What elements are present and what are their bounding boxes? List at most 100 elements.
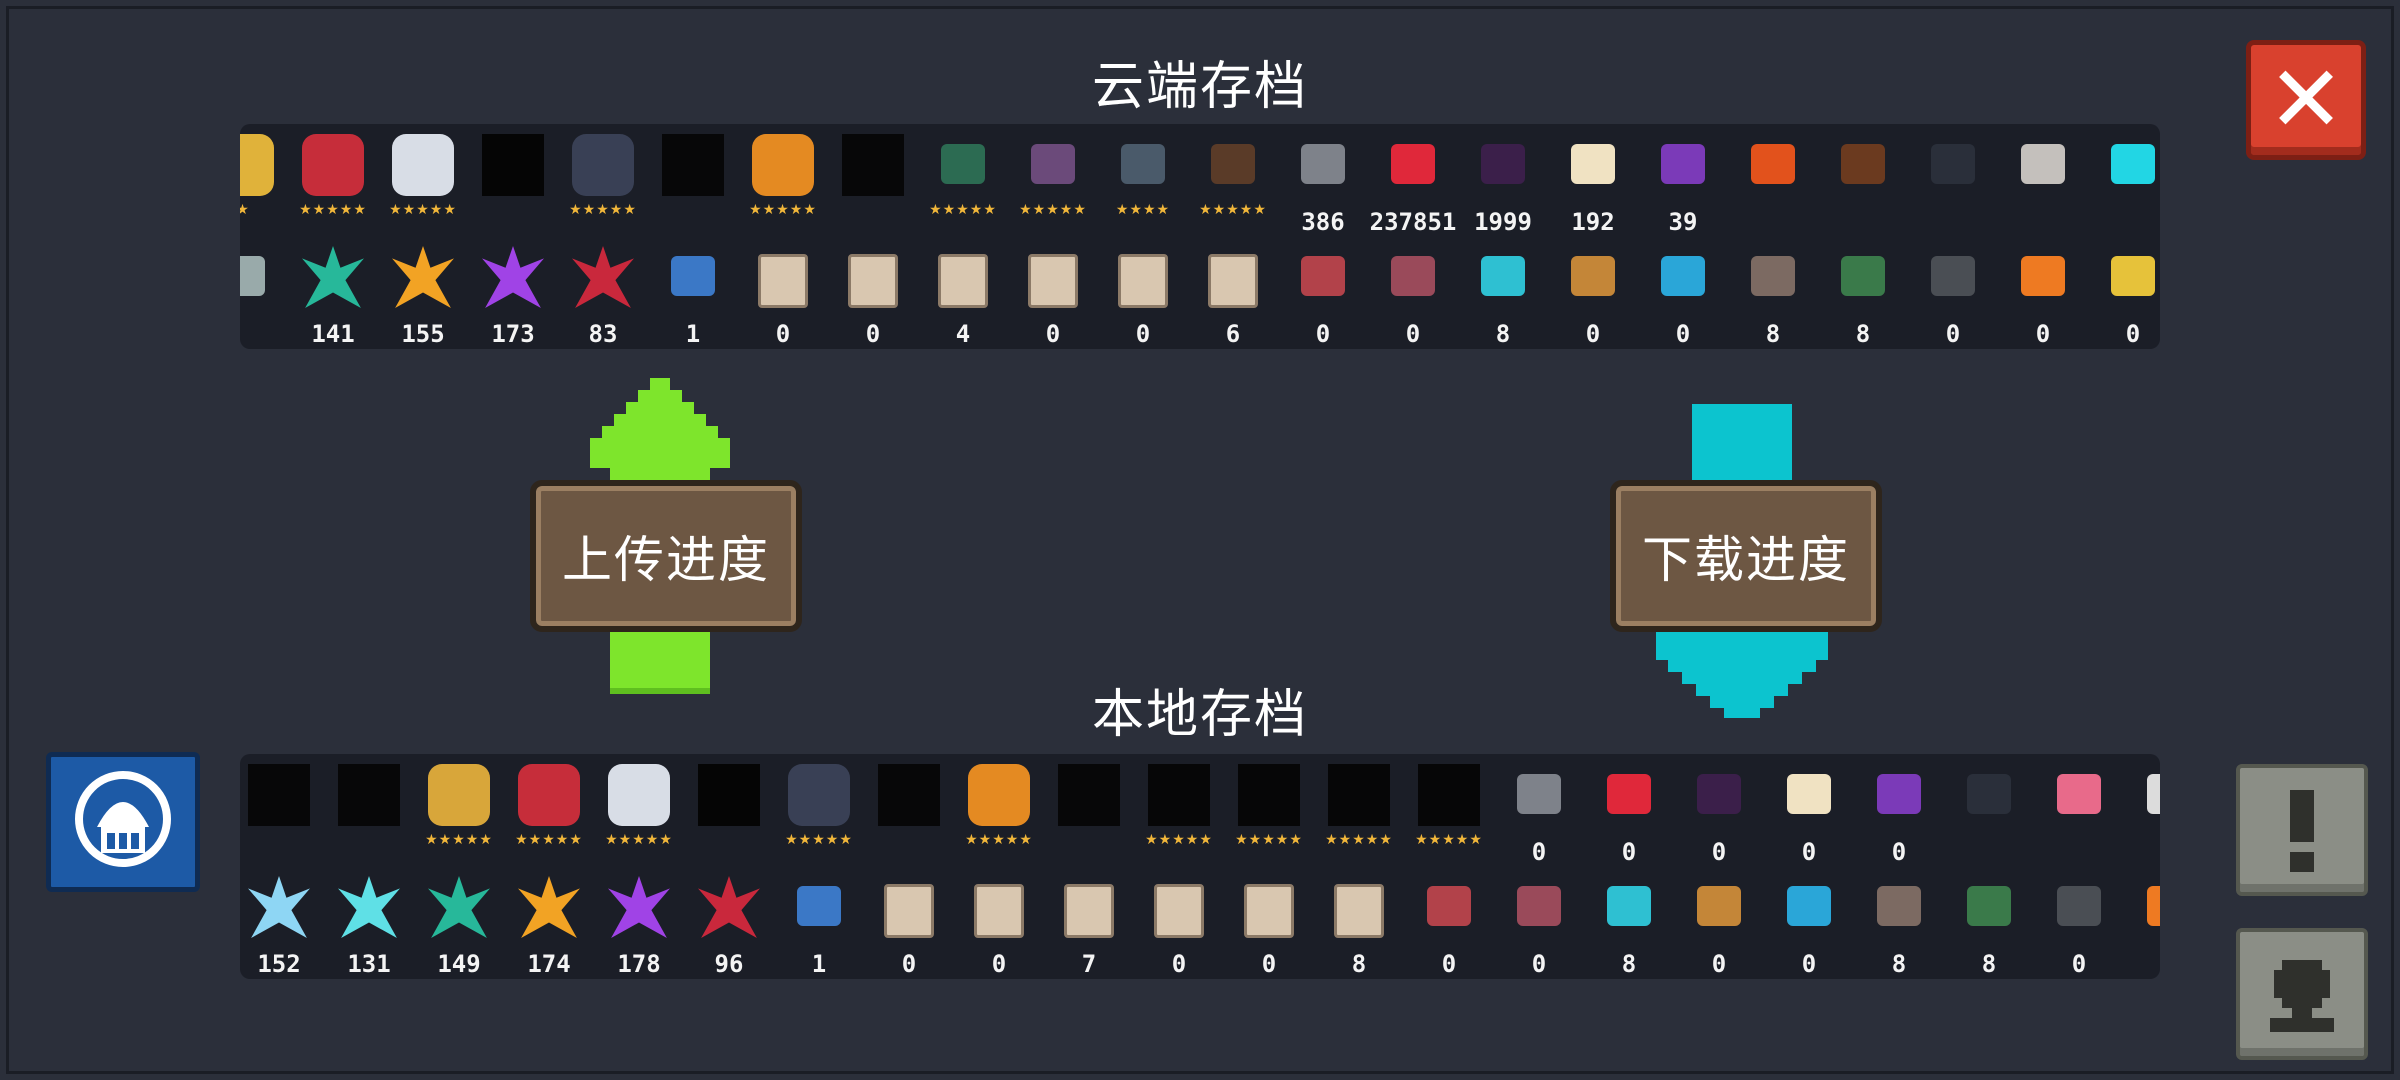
save-item-slot: 96 — [684, 870, 774, 979]
pink-pig-icon — [2057, 774, 2101, 814]
star-rating: ★★★★★ — [1199, 202, 1267, 218]
light-blue-crystal-icon — [248, 876, 310, 938]
item-count: 96 — [714, 950, 744, 978]
item-count: 0 — [901, 950, 917, 978]
item-count: 4 — [955, 320, 971, 348]
scroll-icon — [758, 254, 808, 308]
save-item-slot: ★★★★★ — [1008, 128, 1098, 238]
scroll-icon — [1244, 884, 1294, 938]
ice-crystal-icon — [338, 876, 400, 938]
star-rating: ★★★★★ — [1415, 832, 1483, 848]
save-item-slot: ★★★★★ — [414, 758, 504, 868]
save-item-slot: ★★★★ — [1098, 128, 1188, 238]
save-item-slot: 237851 — [1368, 128, 1458, 238]
locked-hero-silhouette-icon — [248, 764, 310, 826]
download-arrow-icon — [1656, 404, 1828, 718]
save-item-slot — [468, 128, 558, 238]
save-item-slot: 8 — [1728, 240, 1818, 349]
download-progress-button[interactable]: 下载进度 — [1610, 480, 1882, 632]
paper-card-icon — [1571, 144, 1615, 184]
save-item-slot — [1728, 128, 1818, 238]
item-count: 386 — [1301, 208, 1345, 236]
notice-button[interactable] — [2236, 764, 2368, 896]
save-item-slot — [864, 758, 954, 868]
cloud-save-title: 云端存档 — [1091, 57, 1308, 117]
purple-mask-icon — [1661, 144, 1705, 184]
close-button[interactable]: ✕ — [2246, 40, 2366, 160]
save-item-slot: ★★★★★ — [288, 128, 378, 238]
local-row-characters: ★★★★★★★★★★★★★★★★★★★★★★★★★★★★★★★★★★★★★★★★… — [240, 758, 2160, 868]
item-count: 8 — [1981, 950, 1997, 978]
save-item-slot: 8 — [1314, 870, 1404, 979]
save-item-slot: 39 — [1638, 128, 1728, 238]
black-cat-icon — [1967, 774, 2011, 814]
save-item-slot: ★★★★★ — [1188, 128, 1278, 238]
item-count: 39 — [1668, 208, 1698, 236]
save-item-slot: ★ — [240, 128, 288, 238]
save-item-slot: 1999 — [1458, 128, 1548, 238]
star-rating: ★★★★★ — [389, 202, 457, 218]
item-count: 0 — [1531, 950, 1547, 978]
save-item-slot: 6 — [1188, 240, 1278, 349]
ghost-partial-icon — [2147, 774, 2160, 814]
red-crystal-icon — [698, 876, 760, 938]
star-rating: ★★★★★ — [515, 832, 583, 848]
save-item-slot: 0 — [738, 240, 828, 349]
item-count: 6 — [1225, 320, 1241, 348]
grey-cat-icon — [2021, 144, 2065, 184]
save-item-slot: 155 — [378, 240, 468, 349]
star-rating: ★★★★★ — [1019, 202, 1087, 218]
item-count: 0 — [1675, 320, 1691, 348]
scroll-icon — [1154, 884, 1204, 938]
green-turret-part-icon — [1967, 886, 2011, 926]
save-item-slot: ★★★★★ — [954, 758, 1044, 868]
pistol-icon — [1301, 144, 1345, 184]
blue-fish-icon — [671, 256, 715, 296]
save-item-slot: 0 — [1908, 240, 1998, 349]
save-item-slot: 0 — [954, 870, 1044, 979]
save-item-slot: 131 — [324, 870, 414, 979]
item-count: 178 — [617, 950, 661, 978]
furnace-part-icon — [1517, 886, 1561, 926]
save-item-slot: 7 — [1044, 870, 1134, 979]
local-save-title: 本地存档 — [1091, 685, 1308, 745]
save-item-slot — [1998, 128, 2088, 238]
black-cat-icon — [1931, 144, 1975, 184]
upload-progress-button[interactable]: 上传进度 — [530, 480, 802, 632]
save-item-slot — [240, 758, 324, 868]
scroll-icon — [1208, 254, 1258, 308]
save-item-slot: 0 — [1224, 870, 1314, 979]
save-item-slot: 0 — [1638, 240, 1728, 349]
save-item-slot: ★★★★★ — [918, 128, 1008, 238]
red-crystal-icon — [572, 246, 634, 308]
save-item-slot — [1944, 758, 2034, 868]
item-count: 0 — [1261, 950, 1277, 978]
scroll-icon — [1064, 884, 1114, 938]
item-count: 7 — [1081, 950, 1097, 978]
save-item-slot: 8 — [1584, 870, 1674, 979]
hero-white-hood-icon — [392, 134, 454, 196]
save-item-slot — [2124, 758, 2160, 868]
save-item-slot: 0 — [1098, 240, 1188, 349]
star-rating: ★★★★ — [1115, 202, 1171, 218]
locked-bookshelf-icon — [1238, 764, 1300, 826]
save-item-slot: 0 — [1764, 758, 1854, 868]
locked-hero-silhouette-icon — [878, 764, 940, 826]
item-count: 0 — [2071, 950, 2087, 978]
save-item-slot: ★★★★★ — [594, 758, 684, 868]
save-item-slot: 0 — [2124, 870, 2160, 979]
save-item-slot: 0 — [1998, 240, 2088, 349]
furnace-part-icon — [1391, 256, 1435, 296]
save-item-slot — [324, 758, 414, 868]
local-save-panel: ★★★★★★★★★★★★★★★★★★★★★★★★★★★★★★★★★★★★★★★★… — [240, 754, 2160, 979]
hero-vampire-icon — [572, 134, 634, 196]
save-item-slot: 0 — [1674, 870, 1764, 979]
archive-logo-button[interactable] — [46, 752, 200, 892]
item-count: 155 — [401, 320, 445, 348]
locked-hero-square-icon — [698, 764, 760, 826]
item-count: 0 — [1135, 320, 1151, 348]
item-count: 0 — [2035, 320, 2051, 348]
profile-button[interactable] — [2236, 928, 2368, 1060]
item-count: 0 — [775, 320, 791, 348]
item-count: 8 — [1855, 320, 1871, 348]
